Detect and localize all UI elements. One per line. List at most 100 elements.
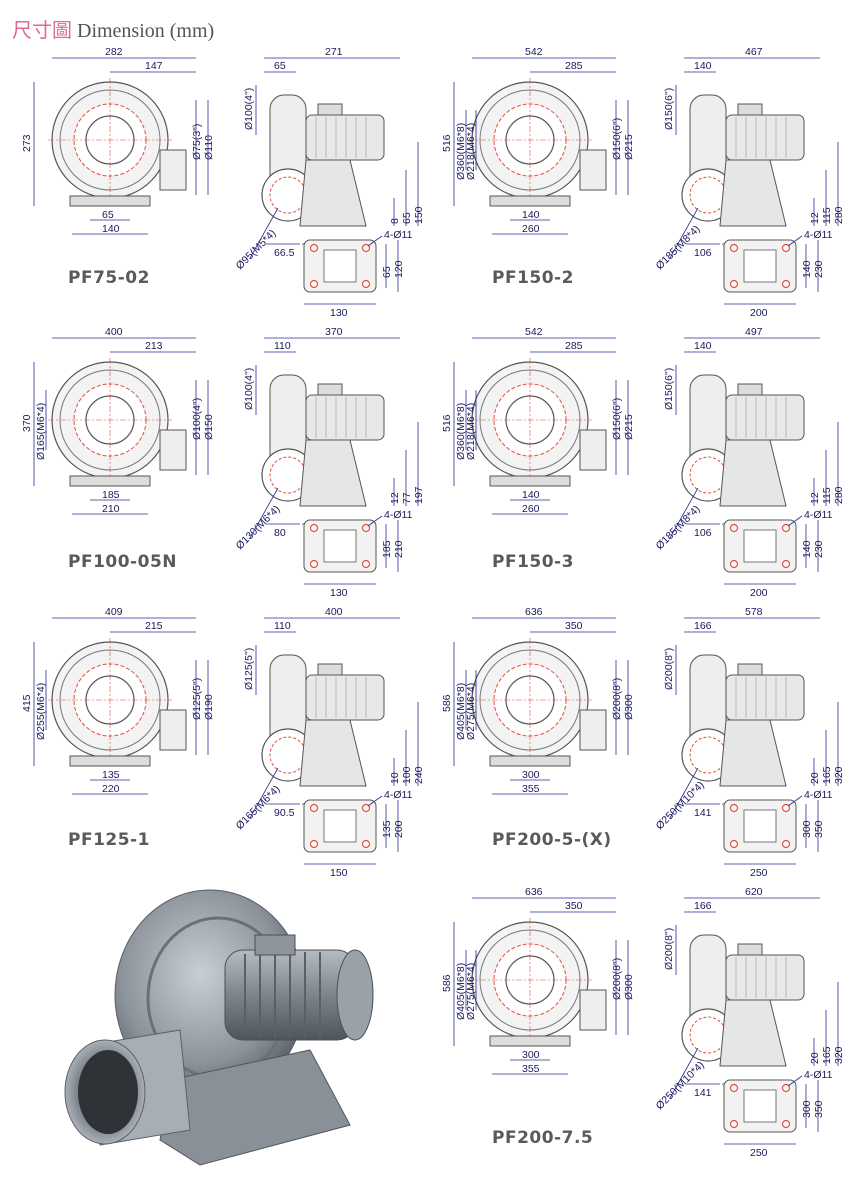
dim-base-width: 210: [102, 503, 120, 515]
dim-side-inlet-diameter: Ø100(4"): [243, 368, 255, 410]
dim-side-base-spacing: 106: [694, 527, 712, 539]
dim-outlet-diameter: Ø125(5"): [191, 678, 203, 720]
dim-side-height: 115: [821, 207, 833, 224]
dim-side-height: 8: [389, 218, 401, 224]
dim-side-height: 197: [413, 486, 425, 504]
dim-front-half-width: 350: [565, 900, 583, 912]
dim-front-half-width: 215: [145, 620, 163, 632]
dim-front-half-width: 285: [565, 60, 583, 72]
dim-side-height: 12: [809, 492, 821, 504]
model-label: PF200-5-(X): [492, 830, 612, 850]
dim-outlet-bolt-circle: Ø95(M5*4): [234, 227, 279, 272]
mounting-hole: [309, 523, 319, 533]
dim-side-height: 12: [389, 492, 401, 504]
base-plate: [489, 755, 571, 767]
mounting-hole: [361, 559, 371, 569]
dim-front-flange-diameter: Ø360(M6*8): [455, 403, 467, 460]
mounting-hole: [309, 559, 319, 569]
dim-foot-width: 130: [330, 307, 348, 319]
dim-base-width: 185: [102, 489, 120, 501]
mounting-hole: [309, 243, 319, 253]
dim-foot-spacing: 350: [813, 1100, 825, 1118]
terminal-box: [737, 663, 763, 676]
dim-front-flange-diameter: Ø405(M6*8): [455, 963, 467, 1020]
dim-side-inlet-diameter: Ø125(5"): [243, 648, 255, 690]
dim-base-width: 65: [102, 209, 114, 221]
model-label: PF150-2: [492, 268, 574, 288]
dim-outlet-diameter: Ø110: [203, 135, 215, 160]
outlet-flange: [159, 429, 187, 471]
dim-base-width: 260: [522, 223, 540, 235]
mounting-hole: [781, 559, 791, 569]
dim-side-inlet-diameter: Ø200(8"): [663, 648, 675, 690]
dim-base-width: 355: [522, 1063, 540, 1075]
dim-side-base-spacing: 106: [694, 247, 712, 259]
dim-base-width: 260: [522, 503, 540, 515]
mounting-hole: [729, 243, 739, 253]
dim-outlet-diameter: Ø200(8"): [611, 958, 623, 1000]
dim-side-inlet-diameter: Ø150(6"): [663, 368, 675, 410]
mounting-hole: [361, 839, 371, 849]
dim-foot-width: 250: [750, 867, 768, 879]
model-label: PF200-7.5: [492, 1128, 594, 1148]
outlet-flange: [159, 709, 187, 751]
header-title-en: Dimension (mm): [77, 20, 215, 42]
side-base: [719, 159, 787, 227]
dim-front-height: 586: [441, 974, 453, 992]
dim-side-height: 150: [413, 206, 425, 224]
dim-side-inlet-offset: 166: [694, 620, 712, 632]
dim-foot-spacing: 65: [381, 266, 393, 278]
dim-side-length: 578: [745, 606, 763, 618]
dim-mounting-holes: 4-Ø11: [804, 509, 833, 521]
model-label: PF150-3: [492, 552, 574, 572]
dim-foot-width: 200: [750, 307, 768, 319]
dim-mounting-holes: 4-Ø11: [384, 509, 413, 521]
dim-outlet-diameter: Ø300: [623, 694, 635, 720]
dim-side-length: 497: [745, 326, 763, 338]
dim-side-base-spacing: 141: [694, 807, 712, 819]
dim-foot-spacing: 185: [381, 540, 393, 558]
dim-side-length: 620: [745, 886, 763, 898]
dim-front-flange-diameter: Ø255(M6*4): [35, 683, 47, 740]
dim-foot-spacing: 135: [381, 820, 393, 838]
base-plate: [69, 475, 151, 487]
dim-base-width: 140: [522, 209, 540, 221]
terminal-box: [737, 383, 763, 396]
side-base: [719, 719, 787, 787]
dim-front-height: 586: [441, 694, 453, 712]
dim-foot-spacing: 350: [813, 820, 825, 838]
mounting-hole: [781, 279, 791, 289]
outlet-flange: [579, 709, 607, 751]
dim-foot-spacing: 140: [801, 540, 813, 558]
dim-side-height: 12: [809, 212, 821, 224]
terminal-box: [317, 103, 343, 116]
base-plate: [489, 475, 571, 487]
mounting-hole: [309, 279, 319, 289]
dim-base-width: 135: [102, 769, 120, 781]
dim-side-inlet-offset: 110: [274, 620, 291, 632]
dim-side-inlet-offset: 140: [694, 340, 712, 352]
dim-mounting-holes: 4-Ø11: [804, 229, 833, 241]
dim-mounting-holes: 4-Ø11: [384, 229, 413, 241]
dim-side-length: 400: [325, 606, 343, 618]
mounting-hole: [361, 803, 371, 813]
dim-side-height: 115: [821, 487, 833, 504]
mounting-hole: [729, 839, 739, 849]
dim-base-width: 140: [522, 489, 540, 501]
dim-front-width: 636: [525, 886, 543, 898]
dim-outlet-diameter: Ø75(3"): [191, 124, 203, 160]
base-plate: [69, 195, 151, 207]
motor-body: [725, 954, 805, 1001]
dim-outlet-diameter: Ø215: [623, 134, 635, 160]
dim-outlet-diameter: Ø300: [623, 974, 635, 1000]
motor-body: [305, 114, 385, 161]
mounting-hole: [361, 279, 371, 289]
dim-front-flange-diameter: Ø218(M6*4): [465, 123, 477, 180]
model-label: PF125-1: [68, 830, 150, 850]
